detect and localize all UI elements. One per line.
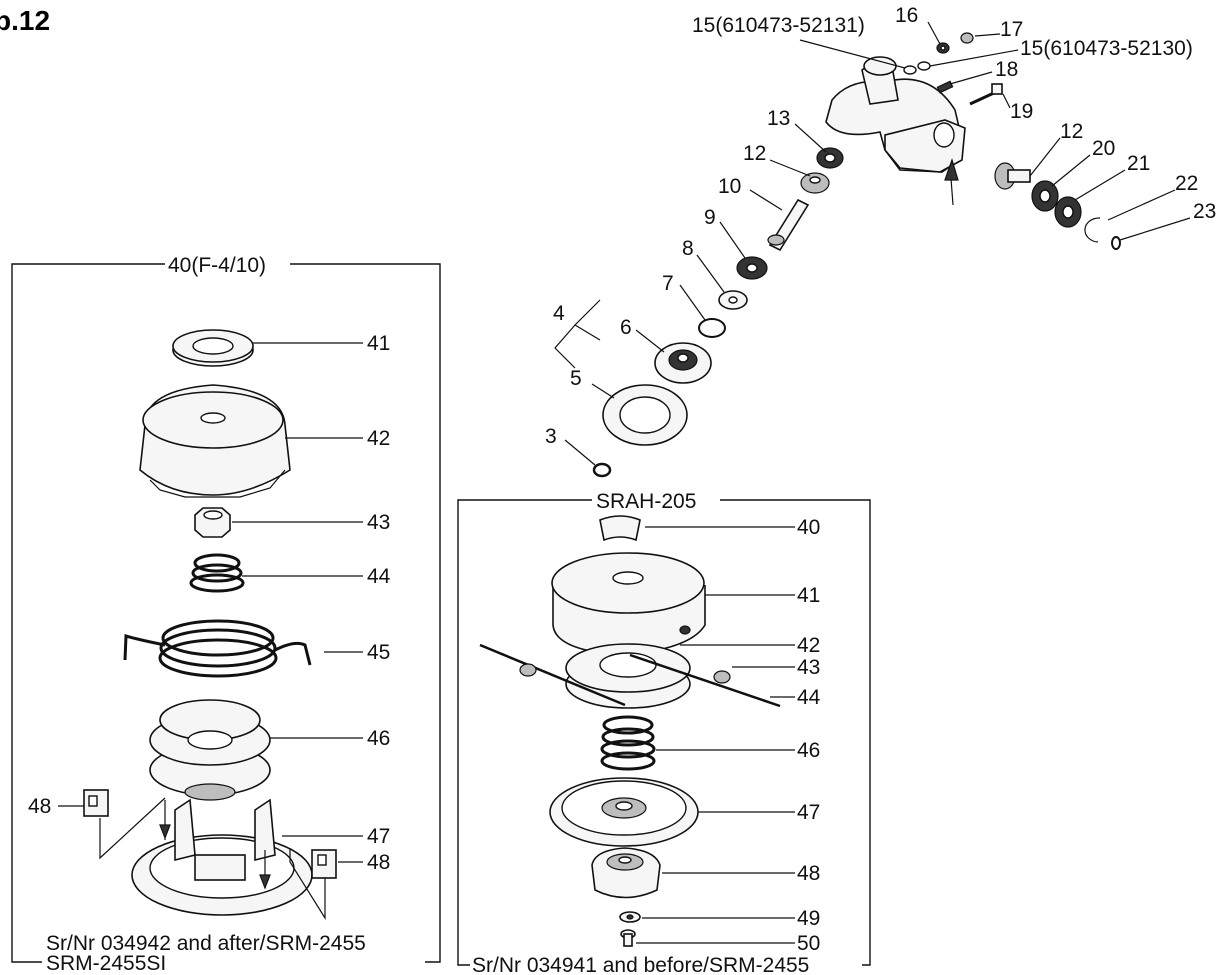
- right-box-header: SRAH-205: [596, 490, 696, 513]
- gear-case: [825, 56, 966, 206]
- right-part-49-washer: [619, 911, 641, 923]
- right-part-44-line: [479, 643, 781, 708]
- right-callout-41: 41: [797, 584, 820, 607]
- gear-12-left: [800, 172, 830, 194]
- snap-ring-7: [698, 318, 726, 338]
- gear-12-right: [994, 162, 1031, 190]
- left-callout-48-left: 48: [28, 795, 51, 818]
- left-part-43-nut: [194, 507, 231, 538]
- right-callout-43: 43: [797, 656, 820, 679]
- right-part-47-base: [549, 777, 699, 847]
- left-box: 40(F-4/10): [11, 254, 441, 975]
- left-box-footer-line2: SRM-2455SI: [46, 952, 166, 975]
- right-part-42-line-holder: [565, 643, 691, 709]
- right-part-43-grommet-left: [519, 663, 537, 677]
- right-part-40-shim: [599, 515, 641, 542]
- left-callout-44: 44: [367, 565, 391, 588]
- callout-6: 6: [620, 316, 632, 339]
- right-callout-46: 46: [797, 739, 820, 762]
- left-callout-48-right: 48: [367, 851, 390, 874]
- left-part-44-spring: [189, 553, 245, 593]
- nut-17: [960, 32, 974, 44]
- left-part-45-line: [123, 619, 312, 678]
- right-box: SRAH-205: [457, 490, 871, 975]
- left-callout-47: 47: [367, 825, 390, 848]
- callout-5: 5: [570, 367, 582, 390]
- left-leaders: [58, 342, 363, 921]
- bolt-18: [936, 80, 954, 94]
- left-callout-43: 43: [367, 511, 390, 534]
- right-part-48-knob: [591, 847, 661, 899]
- right-callout-50: 50: [797, 932, 820, 955]
- right-part-43-grommet-right: [713, 670, 731, 684]
- right-leaders: [636, 526, 795, 944]
- left-part-41-ring: [172, 329, 254, 367]
- cover-5: [602, 384, 688, 446]
- gear-case-assembly: 15(610473-52131) 16 17 15(610473-52130) …: [545, 4, 1216, 478]
- ring-23: [1111, 236, 1121, 250]
- snap-ring-22: [1084, 217, 1101, 243]
- right-part-50-bolt: [620, 929, 636, 947]
- callout-15a: 15(610473-52131): [692, 14, 865, 37]
- left-part-48-tab-a: [83, 789, 109, 817]
- right-part-41-cover: [551, 552, 706, 656]
- callout-12-right: 12: [1060, 120, 1083, 143]
- callout-12-left: 12: [743, 142, 766, 165]
- callout-21: 21: [1127, 152, 1150, 175]
- callout-22: 22: [1175, 172, 1198, 195]
- shim-15-right: [917, 61, 931, 71]
- bearing-9: [736, 256, 768, 280]
- callout-19: 19: [1010, 100, 1033, 123]
- bearing-20: [1031, 180, 1059, 212]
- right-callout-47: 47: [797, 801, 820, 824]
- right-callout-42: 42: [797, 634, 820, 657]
- shim-15-left: [903, 65, 917, 75]
- callout-18: 18: [995, 58, 1018, 81]
- bolt-19: [969, 83, 1003, 106]
- left-box-header: 40(F-4/10): [168, 254, 266, 277]
- left-part-47-base: [131, 798, 313, 916]
- screw-16: [936, 42, 950, 54]
- figure-title: p.12: [0, 5, 50, 36]
- left-part-42-cover: [139, 384, 291, 498]
- callout-16: 16: [895, 4, 918, 27]
- holder-6: [654, 342, 712, 384]
- callout-13: 13: [767, 107, 790, 130]
- callout-23: 23: [1193, 200, 1216, 223]
- right-callout-44: 44: [797, 686, 821, 709]
- left-part-46-spool: [149, 699, 271, 801]
- callout-20: 20: [1092, 137, 1115, 160]
- callout-3: 3: [545, 425, 557, 448]
- left-callout-42: 42: [367, 427, 390, 450]
- callout-7: 7: [662, 272, 674, 295]
- right-callout-49: 49: [797, 907, 820, 930]
- callout-9: 9: [704, 206, 716, 229]
- shaft-10: [767, 198, 810, 252]
- bearing-21: [1054, 196, 1082, 228]
- callout-4: 4: [553, 302, 565, 325]
- callout-17: 17: [1000, 18, 1023, 41]
- callout-8: 8: [682, 237, 694, 260]
- left-box-footer-line1: Sr/Nr 034942 and after/SRM-2455: [46, 932, 366, 955]
- left-callout-46: 46: [367, 727, 390, 750]
- right-callout-48: 48: [797, 862, 820, 885]
- bearing-13: [816, 147, 844, 169]
- callout-15b: 15(610473-52130): [1020, 37, 1193, 60]
- right-callout-40: 40: [797, 516, 820, 539]
- left-part-48-tab-b: [311, 849, 337, 879]
- right-part-46-spring: [600, 715, 656, 771]
- ring-3: [592, 462, 612, 478]
- upper-leaders: [554, 21, 1191, 466]
- left-callout-41: 41: [367, 332, 390, 355]
- right-box-footer: Sr/Nr 034941 and before/SRM-2455: [472, 954, 809, 975]
- left-callout-45: 45: [367, 641, 390, 664]
- plate-8: [718, 290, 748, 310]
- callout-10: 10: [718, 175, 741, 198]
